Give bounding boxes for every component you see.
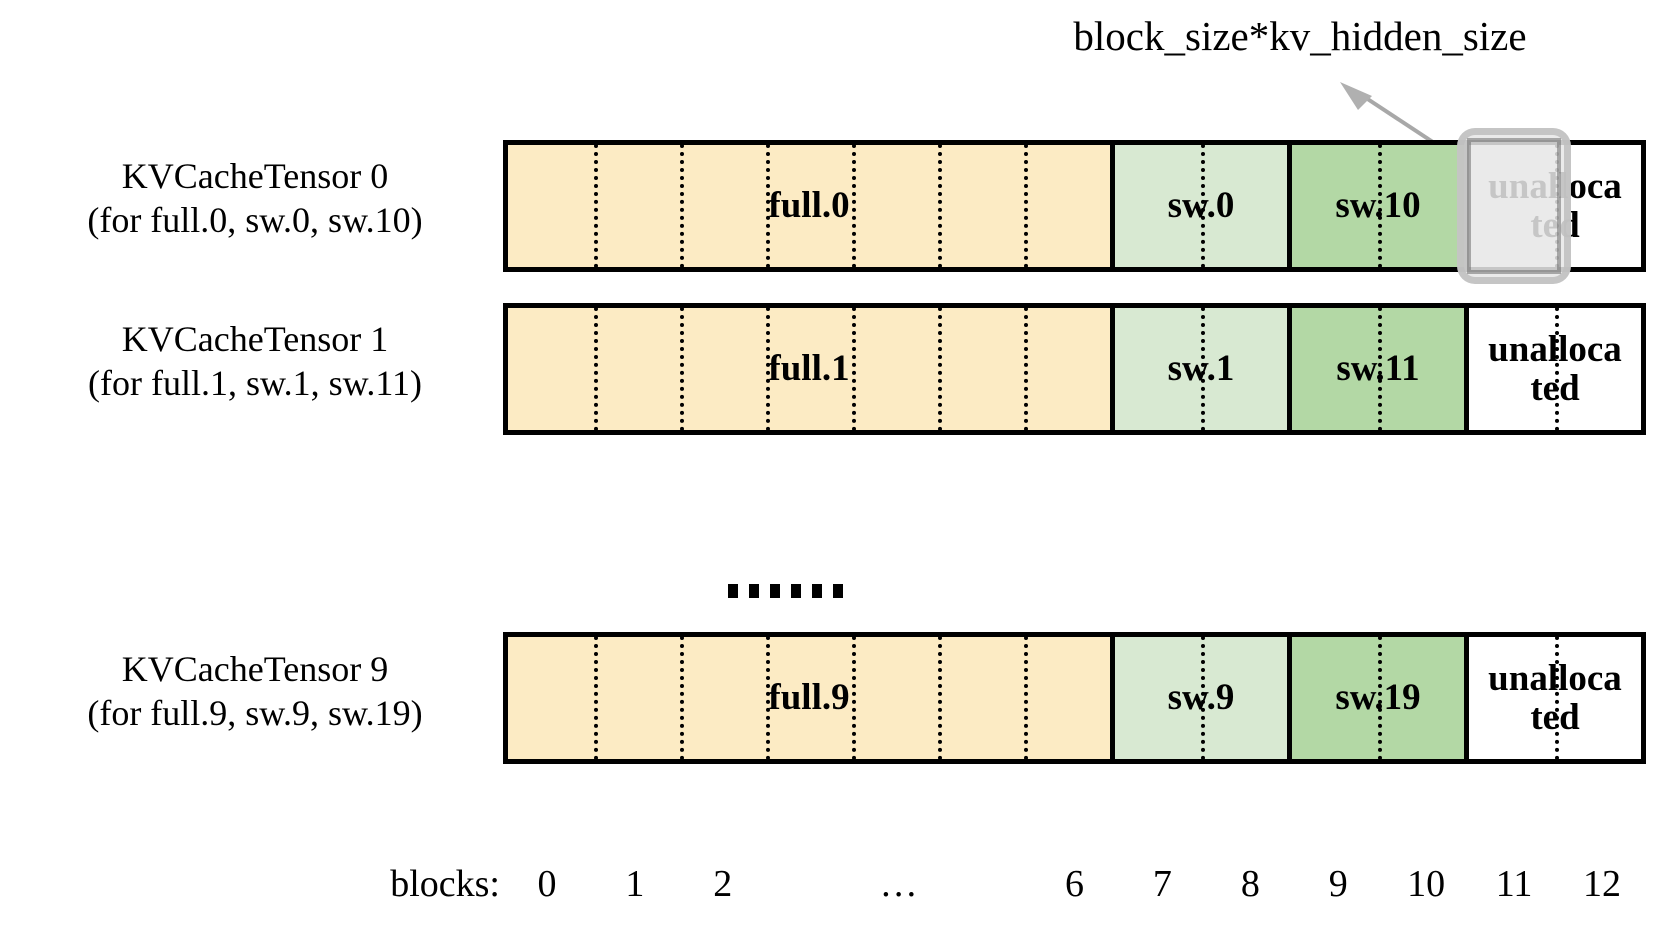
block-divider-dotted-line (1201, 636, 1205, 760)
block-divider-dotted-line (1024, 636, 1028, 760)
block-divider-dotted-line (766, 636, 770, 760)
tensor-contents: (for full.1, sw.1, sw.11) (88, 362, 422, 403)
tensor-segment-label: full.1 (768, 348, 850, 390)
continuation-ellipsis (728, 584, 843, 598)
block-divider-dotted-line (1555, 636, 1559, 760)
block-divider-dotted-line (680, 636, 684, 760)
tensor-segment[interactable]: sw.10 (1292, 144, 1469, 268)
block-divider-dotted-line (766, 307, 770, 431)
block-divider-dotted-line (1555, 144, 1559, 268)
ellipsis-dot (833, 584, 843, 598)
block-divider-dotted-line (1378, 307, 1382, 431)
blocks-axis-tick: 1 (625, 863, 645, 905)
block-divider-dotted-line (766, 144, 770, 268)
tensor-segment-label: full.0 (768, 185, 850, 227)
block-divider-dotted-line (1378, 144, 1382, 268)
blocks-axis-tick: 12 (1583, 863, 1622, 905)
ellipsis-dot (728, 584, 738, 598)
tensor-segment[interactable]: sw.9 (1115, 636, 1292, 760)
tensor-segment[interactable]: sw.1 (1115, 307, 1292, 431)
blocks-axis-caption: blocks: (390, 863, 500, 905)
tensor-name: KVCacheTensor 1 (121, 319, 389, 359)
block-divider-dotted-line (1378, 636, 1382, 760)
blocks-axis-tick: 7 (1152, 863, 1172, 905)
blocks-axis-tick: 6 (1064, 863, 1084, 905)
block-divider-dotted-line (852, 636, 856, 760)
block-divider-dotted-line (1201, 144, 1205, 268)
block-divider-dotted-line (938, 144, 942, 268)
ellipsis-dot (791, 584, 801, 598)
tensor-segment[interactable]: sw.19 (1292, 636, 1469, 760)
tensor-segment[interactable]: sw.11 (1292, 307, 1469, 431)
blocks-axis-tick: 11 (1495, 863, 1533, 905)
blocks-axis-tick: 0 (537, 863, 557, 905)
block-divider-dotted-line (594, 307, 598, 431)
tensor-contents: (for full.0, sw.0, sw.10) (87, 199, 423, 240)
tensor-row-label: KVCacheTensor 0(for full.0, sw.0, sw.10) (20, 155, 490, 243)
ellipsis-dot (812, 584, 822, 598)
tensor-segment[interactable]: full.0 (508, 144, 1115, 268)
tensor-segment-label: full.9 (768, 677, 850, 719)
blocks-axis-tick: … (879, 863, 918, 905)
block-divider-dotted-line (680, 144, 684, 268)
tensor-row-label: KVCacheTensor 1(for full.1, sw.1, sw.11) (20, 318, 490, 406)
tensor-contents: (for full.9, sw.9, sw.19) (87, 692, 423, 733)
tensor-name: KVCacheTensor 0 (121, 156, 389, 196)
tensor-segment[interactable]: full.9 (508, 636, 1115, 760)
block-divider-dotted-line (1024, 307, 1028, 431)
block-divider-dotted-line (852, 307, 856, 431)
tensor-row-label: KVCacheTensor 9(for full.9, sw.9, sw.19) (20, 648, 490, 736)
blocks-axis-tick: 2 (713, 863, 733, 905)
blocks-axis-tick: 10 (1407, 863, 1446, 905)
annotation-block-size-label: block_size*kv_hidden_size (1073, 13, 1527, 59)
block-divider-dotted-line (938, 307, 942, 431)
block-divider-dotted-line (1201, 307, 1205, 431)
block-divider-dotted-line (594, 636, 598, 760)
block-divider-dotted-line (852, 144, 856, 268)
blocks-axis-tick: 8 (1240, 863, 1260, 905)
ellipsis-dot (770, 584, 780, 598)
blocks-axis-tick: 9 (1328, 863, 1348, 905)
block-divider-dotted-line (594, 144, 598, 268)
block-divider-dotted-line (1024, 144, 1028, 268)
ellipsis-dot (749, 584, 759, 598)
block-divider-dotted-line (680, 307, 684, 431)
tensor-segment[interactable]: sw.0 (1115, 144, 1292, 268)
tensor-segment[interactable]: full.1 (508, 307, 1115, 431)
block-divider-dotted-line (938, 636, 942, 760)
tensor-name: KVCacheTensor 9 (121, 649, 389, 689)
block-divider-dotted-line (1555, 307, 1559, 431)
